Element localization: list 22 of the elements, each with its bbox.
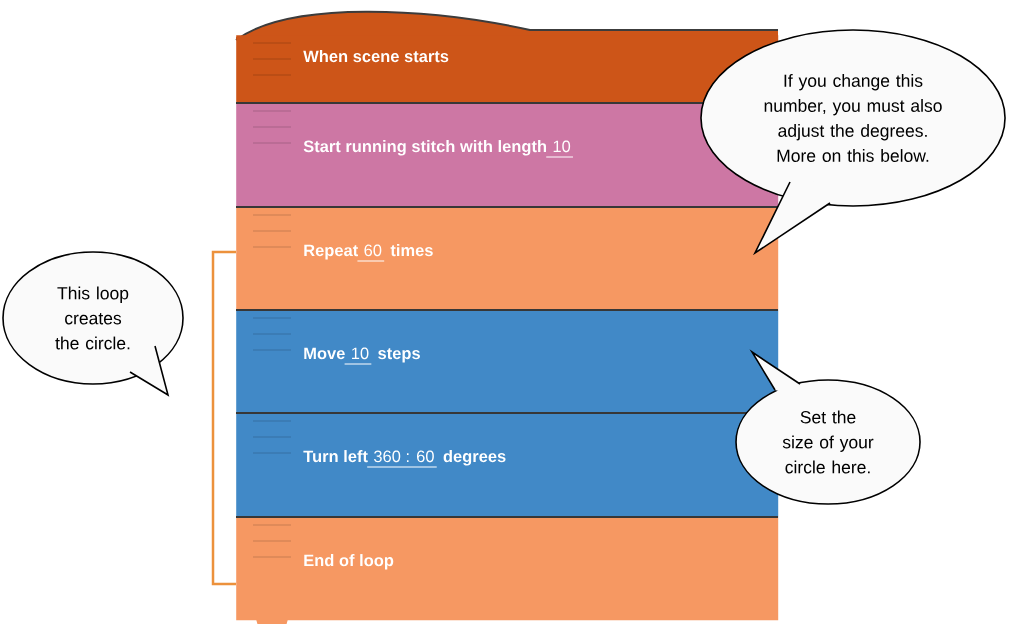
block-label: Turn left: [303, 450, 368, 463]
node-label: More on this below.: [777, 149, 929, 162]
block-label: Start running stitch with length: [303, 140, 546, 156]
code-block: [235, 206, 779, 311]
block-label: Repeat: [304, 244, 358, 260]
speech-bubble: Set the size of your circle here.: [735, 349, 921, 505]
input-field: 10: [553, 140, 571, 153]
speech-bubble: This loop creates the circle.: [2, 251, 184, 397]
block-label: Move: [304, 347, 345, 360]
speech-bubble: If you change this number, you must also adjust the degrees. More on this below.: [700, 29, 1006, 256]
code-block: [235, 412, 779, 518]
block-label: When scene starts: [303, 50, 449, 63]
input-field: 60: [364, 244, 382, 257]
block-label: End of loop: [304, 554, 394, 570]
block-label: times: [390, 244, 433, 257]
input-field: 360 : 60: [374, 450, 434, 463]
node-label: If you change this number, you must also adjust the degrees.: [764, 74, 942, 141]
block-label: degrees: [443, 450, 506, 466]
input-field: 10: [352, 347, 369, 360]
code-block: [235, 516, 779, 621]
code-block: [235, 309, 779, 414]
block-label: steps: [378, 348, 420, 363]
